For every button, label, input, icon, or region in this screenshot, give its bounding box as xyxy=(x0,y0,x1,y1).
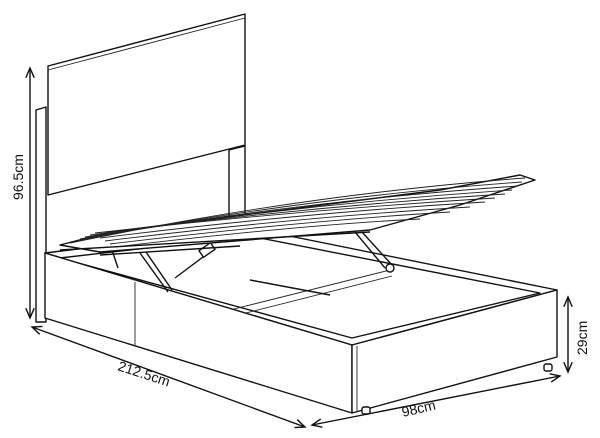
dimension-base-height: 29cm xyxy=(568,297,590,372)
lift-mechanism xyxy=(111,231,395,293)
base-height-label: 29cm xyxy=(574,321,590,355)
height-label: 96.5cm xyxy=(10,154,26,200)
headboard-left-post xyxy=(35,106,47,323)
cross-support xyxy=(229,269,391,311)
slatted-platform xyxy=(59,174,536,256)
gas-strut-rail xyxy=(249,279,331,296)
dimension-width: 98cm xyxy=(312,376,560,425)
headboard-panel xyxy=(47,13,246,196)
dimension-height: 96.5cm xyxy=(10,68,30,318)
length-label: 212.5cm xyxy=(116,358,172,390)
width-label: 98cm xyxy=(400,397,437,420)
bed-foot xyxy=(361,406,371,415)
headboard xyxy=(35,13,246,323)
bed-foot xyxy=(543,363,553,372)
bed-base xyxy=(44,227,558,415)
hinge-icon xyxy=(385,263,395,273)
